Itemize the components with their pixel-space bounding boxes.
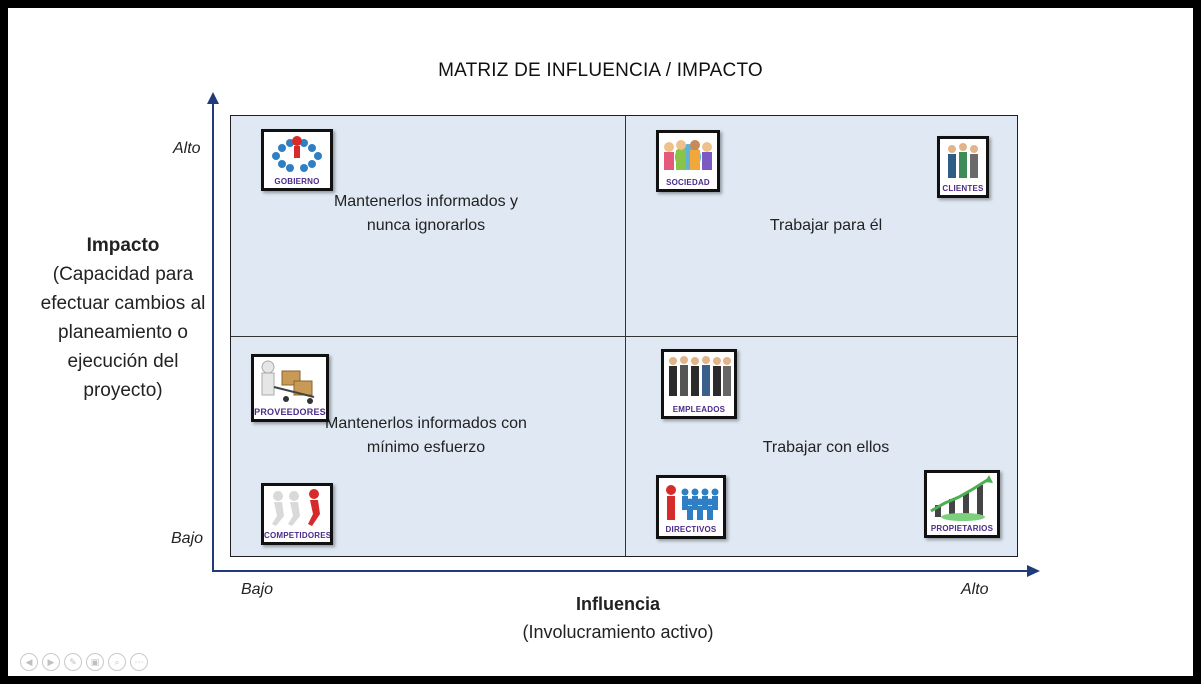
stakeholder-sociedad-label: SOCIEDAD [666,178,710,187]
stakeholder-gobierno-label: GOBIERNO [274,177,320,186]
x-axis-title-sub: (Involucramiento activo) [522,622,714,642]
crowd-circle-icon [272,136,322,172]
y-axis-low-label: Bajo [171,530,204,547]
growth-chart-people-icon [930,475,993,521]
y-axis-arrow-icon [207,92,219,104]
y-axis-line [212,98,214,571]
people-group-icon [664,140,712,170]
office-team-icon [669,356,731,396]
y-axis-title: Impacto (Capacidad para efectuar cambios… [38,231,208,405]
slides-icon[interactable]: ▣ [86,653,104,671]
previous-icon[interactable]: ◀ [20,653,38,671]
slide: MATRIZ DE INFLUENCIA / IMPACTO Alto Bajo… [8,8,1193,676]
y-axis-title-sub: (Capacidad para efectuar cambios al plan… [40,264,206,401]
stakeholder-empleados-label: EMPLEADOS [672,405,726,414]
next-icon[interactable]: ▶ [42,653,60,671]
business-people-icon [948,143,978,178]
stakeholder-clientes: CLIENTES [937,136,989,198]
stakeholder-propietarios: PROPIETARIOS [924,470,1000,538]
quadrant-top-right-text: Trabajar para él [769,217,883,234]
stakeholder-directivos-label: DIRECTIVOS [665,525,717,534]
quadrant-bottom-right-text: Trabajar con ellos [762,439,890,456]
stakeholder-clientes-label: CLIENTES [942,184,984,193]
stakeholder-sociedad: SOCIEDAD [656,130,720,192]
pen-icon[interactable]: ✎ [64,653,82,671]
matrix-horizontal-divider [231,336,1017,337]
x-axis-title: Influencia (Involucramiento activo) [408,590,828,646]
stakeholder-proveedores-label: PROVEEDORES [254,407,326,417]
x-axis-low-label: Bajo [241,581,274,598]
stakeholder-empleados: EMPLEADOS [661,349,737,419]
stakeholder-competidores: COMPETIDORES [261,483,333,545]
x-axis-line [212,570,1027,572]
stakeholder-directivos: DIRECTIVOS [656,475,726,539]
x-axis-high-label: Alto [961,581,989,598]
stakeholder-proveedores: PROVEEDORES [251,354,329,422]
zoom-icon[interactable]: ⌕ [108,653,126,671]
stakeholder-competidores-label: COMPETIDORES [264,531,332,540]
y-axis-high-label: Alto [173,140,201,157]
quadrant-top-left-text: Mantenerlos informados y nunca ignorarlo… [333,193,519,234]
runners-race-icon [272,489,320,526]
y-axis-title-main: Impacto [86,235,160,256]
x-axis-arrow-icon [1027,565,1040,577]
leader-crowd-icon [666,485,719,520]
stakeholder-propietarios-label: PROPIETARIOS [930,524,994,533]
quadrant-bottom-left-text: Mantenerlos informados con mínimo esfuer… [325,415,527,456]
more-icon[interactable]: ⋯ [130,653,148,671]
diagram-title: MATRIZ DE INFLUENCIA / IMPACTO [438,60,763,81]
influence-impact-matrix: Mantenerlos informados y nunca ignorarlo… [230,115,1018,557]
delivery-cart-icon [261,360,315,404]
slideshow-controls: ◀ ▶ ✎ ▣ ⌕ ⋯ [20,653,148,671]
x-axis-title-main: Influencia [575,594,660,614]
stakeholder-gobierno: GOBIERNO [261,129,333,191]
